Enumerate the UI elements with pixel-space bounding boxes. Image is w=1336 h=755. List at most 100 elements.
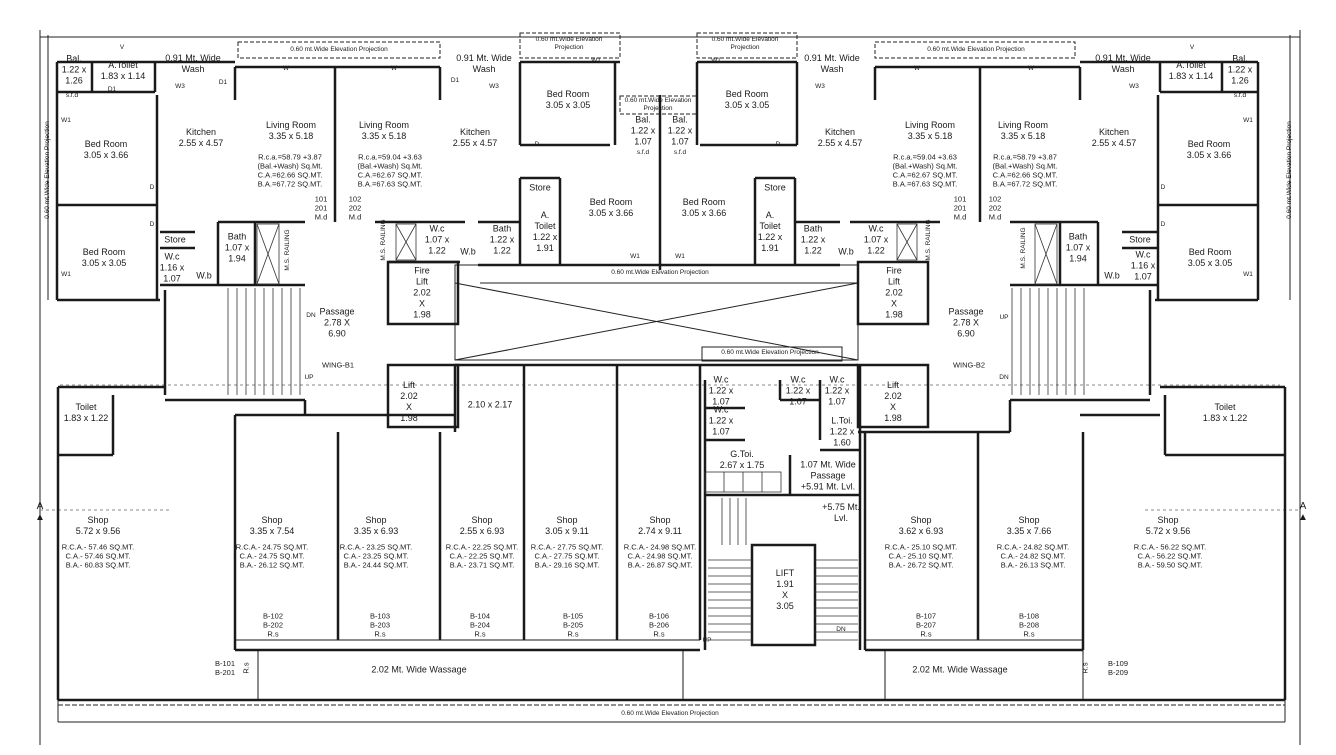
- shop-area: R.C.A.- 24.75 SQ.MT. C.A.- 24.75 SQ.MT. …: [235, 542, 309, 570]
- balcony: Bal. 1.22 x 1.26: [1227, 53, 1253, 86]
- shop-unit: B-105 B-205 R.s: [562, 611, 584, 639]
- wc: W.c 1.16 x 1.07: [159, 251, 185, 284]
- window-tag: W: [282, 65, 290, 73]
- sfd-label: s.f.d: [1233, 92, 1247, 100]
- door-tag: D: [534, 141, 540, 149]
- shop-title: Shop 3.62 x 6.93: [898, 515, 944, 536]
- stair-up: UP: [999, 314, 1009, 322]
- shop-title: Shop 3.35 x 6.93: [353, 515, 399, 536]
- bed-room: Bed Room 3.05 x 3.05: [81, 247, 127, 268]
- window-tag: W1: [61, 271, 71, 279]
- window-tag: W: [390, 65, 398, 73]
- section-marker: A▲: [1298, 501, 1308, 523]
- bed-room: Bed Room 3.05 x 3.66: [588, 197, 634, 218]
- unit-number: 101 201 M.d: [314, 194, 328, 222]
- bed-room: Bed Room 3.05 x 3.05: [1187, 247, 1233, 268]
- unit-number: 102 202 M.d: [988, 194, 1002, 222]
- projection-label: 0.60 mt.Wide Elevation Projection: [1286, 121, 1294, 219]
- projection-label: 0.60 mt.Wide Elevation Projection: [721, 349, 819, 357]
- railing: M.S. RAILING: [284, 229, 292, 271]
- shop-area: R.C.A.- 23.25 SQ.MT. C.A.- 23.25 SQ.MT. …: [339, 542, 413, 570]
- bath: Bath 1.22 x 1.22: [800, 223, 826, 256]
- lift: Lift 2.02 X 1.98: [884, 380, 902, 423]
- bed-room: Bed Room 3.05 x 3.05: [724, 89, 770, 110]
- passage: Passage 2.78 X 6.90: [948, 306, 984, 339]
- wash-basin: W.b: [838, 246, 854, 257]
- shop-unit: B-109 B-209: [1107, 658, 1129, 677]
- projection-label: 0.60 mt.Wide Elevation Projection: [624, 97, 692, 112]
- shop-title: Shop 3.05 x 9.11: [545, 515, 589, 536]
- wc: W.c 1.07 x 1.22: [863, 223, 889, 256]
- store: Store: [764, 182, 786, 193]
- area-statement: R.c.a.=58.79 +3.87 (Bal.+Wash) Sq.Mt. C.…: [992, 152, 1058, 190]
- railing: M.S. RAILING: [380, 219, 388, 261]
- projection-label: 0.60 mt.Wide Elevation Projection: [711, 36, 779, 51]
- balcony: Bal. 1.22 x 1.26: [61, 53, 87, 86]
- attached-toilet: A. Toilet 1.22 x 1.91: [757, 210, 783, 253]
- bath: Bath 1.22 x 1.22: [489, 223, 515, 256]
- projection-label: 0.60 mt.Wide Elevation Projection: [621, 710, 719, 718]
- living-room: Living Room 3.35 x 5.18: [904, 120, 956, 141]
- section-letter: A: [36, 501, 44, 512]
- shop-unit: B-106 B-206 R.s: [648, 611, 670, 639]
- projection-label: 0.60 mt.Wide Elevation Projection: [927, 46, 1025, 54]
- section-arrow-icon: ▲: [1298, 512, 1308, 523]
- stair-down: DN: [999, 374, 1009, 382]
- bath: Bath 1.07 x 1.94: [1065, 231, 1091, 264]
- shop-title: Shop 2.74 x 9.11: [638, 515, 682, 536]
- shop-unit: B-103 B-203 R.s: [369, 611, 391, 639]
- shop-rs: R.s: [241, 662, 251, 674]
- window-tag: W1: [630, 253, 640, 261]
- kitchen: Kitchen 2.55 x 4.57: [817, 127, 863, 148]
- fire-lift: Fire Lift 2.02 X 1.98: [885, 265, 903, 320]
- projection-label: 0.60 mt.Wide Elevation Projection: [535, 36, 603, 51]
- wassage-label: 2.02 Mt. Wide Wassage: [912, 664, 1008, 675]
- sfd-label: s.f.d: [636, 149, 650, 157]
- balcony: Bal. 1.22 x 1.07: [630, 114, 656, 147]
- wash-area: 0.91 Mt. Wide Wash: [804, 53, 860, 74]
- railing: M.S. RAILING: [925, 219, 933, 261]
- wash-basin: W.b: [460, 246, 476, 257]
- shop-title: Shop 3.35 x 7.66: [1006, 515, 1052, 536]
- door-tag: D: [775, 141, 781, 149]
- shop-area: R.C.A.- 22.25 SQ.MT. C.A.- 22.25 SQ.MT. …: [445, 542, 519, 570]
- passage: 1.07 Mt. Wide Passage +5.91 Mt. Lvl.: [800, 459, 856, 492]
- window-tag: W1: [1243, 117, 1253, 125]
- area-statement: R.c.a.=59.04 +3.63 (Bal.+Wash) Sq.Mt. C.…: [357, 152, 423, 190]
- railing: M.S. RAILING: [1020, 227, 1028, 269]
- sfd-label: s.f.d: [65, 92, 79, 100]
- ladies-toilet: L.Toi. 1.22 x 1.60: [829, 415, 855, 448]
- shop-area: R.C.A.- 24.82 SQ.MT. C.A.- 24.82 SQ.MT. …: [996, 542, 1070, 570]
- toilet: Toilet 1.83 x 1.22: [63, 402, 109, 423]
- wc: W.c 1.16 x 1.07: [1130, 249, 1156, 282]
- bed-room: Bed Room 3.05 x 3.05: [545, 89, 591, 110]
- passage: Passage 2.78 X 6.90: [319, 306, 355, 339]
- door-tag: D: [1160, 184, 1166, 192]
- shop-rs: R.s: [1080, 662, 1090, 674]
- shop-title: Shop 2.55 x 6.93: [459, 515, 505, 536]
- bath: Bath 1.07 x 1.94: [224, 231, 250, 264]
- attached-toilet: A. Toilet 1.22 x 1.91: [532, 210, 558, 253]
- wc: W.c 1.22 x 1.07: [785, 374, 811, 407]
- store: Store: [164, 234, 186, 245]
- shop-title: Shop 5.72 x 9.56: [1145, 515, 1191, 536]
- window-tag: W: [1027, 65, 1035, 73]
- wash-basin: W.b: [196, 270, 212, 281]
- window-tag: W1: [61, 117, 71, 125]
- window-tag: W1: [711, 57, 721, 65]
- lift: Lift 2.02 X 1.98: [400, 380, 418, 423]
- door-tag: D: [1160, 221, 1166, 229]
- attached-toilet: A.Toilet 1.83 x 1.14: [1168, 60, 1214, 81]
- shop-unit: B-107 B-207 R.s: [915, 611, 937, 639]
- shop-area: R.C.A.- 56.22 SQ.MT. C.A.- 56.22 SQ.MT. …: [1133, 542, 1207, 570]
- vent-tag: V: [1189, 44, 1195, 52]
- wing-label: WING-B1: [321, 360, 355, 370]
- window-tag: W: [913, 65, 921, 73]
- level-label: +5.75 Mt. Lvl.: [822, 502, 860, 523]
- store: Store: [1129, 234, 1151, 245]
- shop-unit: B-108 B-208 R.s: [1018, 611, 1040, 639]
- projection-label: 0.60 mt.Wide Elevation Projection: [611, 269, 709, 277]
- wash-area: 0.91 Mt. Wide Wash: [1095, 53, 1151, 74]
- unit-number: 101 201 M.d: [953, 194, 967, 222]
